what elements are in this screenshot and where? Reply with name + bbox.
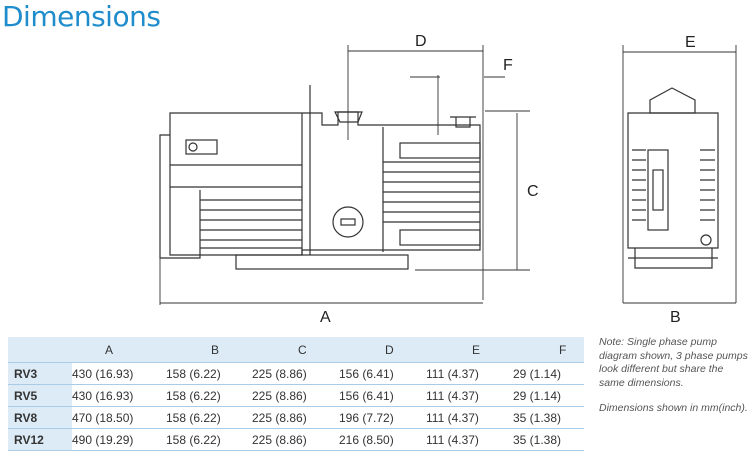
cell-model: RV8 bbox=[8, 406, 72, 429]
cell-b: 158 (6.22) bbox=[166, 428, 252, 451]
dimension-lines bbox=[159, 45, 737, 305]
cell-c: 225 (8.86) bbox=[252, 406, 339, 429]
cell-f: 35 (1.38) bbox=[513, 428, 584, 451]
cell-d: 196 (7.72) bbox=[339, 406, 426, 429]
header-a: A bbox=[72, 337, 166, 363]
cell-a: 490 (19.29) bbox=[72, 428, 166, 451]
pump-dimension-diagram: D F C A E B bbox=[159, 33, 737, 326]
cell-a: 430 (16.93) bbox=[72, 384, 166, 407]
header-e: E bbox=[426, 337, 513, 363]
header-model bbox=[8, 337, 72, 363]
cell-e: 111 (4.37) bbox=[426, 428, 513, 451]
dimension-label-a: A bbox=[320, 309, 331, 326]
cell-c: 225 (8.86) bbox=[252, 428, 339, 451]
dimension-label-e: E bbox=[685, 34, 696, 51]
header-b: B bbox=[166, 337, 252, 363]
side-view-pump bbox=[159, 85, 481, 270]
cell-d: 156 (6.41) bbox=[339, 362, 426, 385]
cell-b: 158 (6.22) bbox=[166, 406, 252, 429]
cell-d: 156 (6.41) bbox=[339, 384, 426, 407]
cell-a: 470 (18.50) bbox=[72, 406, 166, 429]
page-title: Dimensions bbox=[2, 0, 161, 33]
cell-model: RV12 bbox=[8, 428, 72, 451]
dimension-label-b: B bbox=[670, 309, 681, 326]
note: Note: Single phase pump diagram shown, 3… bbox=[599, 336, 749, 428]
cell-c: 225 (8.86) bbox=[252, 384, 339, 407]
cell-e: 111 (4.37) bbox=[426, 406, 513, 429]
dimension-label-f: F bbox=[503, 57, 513, 74]
cell-model: RV5 bbox=[8, 384, 72, 407]
header-c: C bbox=[252, 337, 339, 363]
cell-f: 35 (1.38) bbox=[513, 406, 584, 429]
cell-b: 158 (6.22) bbox=[166, 362, 252, 385]
end-view-pump bbox=[627, 87, 719, 269]
header-f: F bbox=[513, 337, 584, 363]
dimension-label-d: D bbox=[415, 33, 427, 50]
note-single-phase: Note: Single phase pump diagram shown, 3… bbox=[599, 336, 748, 389]
cell-b: 158 (6.22) bbox=[166, 384, 252, 407]
dimension-label-c: C bbox=[527, 183, 539, 200]
cell-a: 430 (16.93) bbox=[72, 362, 166, 385]
header-d: D bbox=[339, 337, 426, 363]
note-units: Dimensions shown in mm(inch). bbox=[599, 402, 748, 414]
cell-e: 111 (4.37) bbox=[426, 384, 513, 407]
table-header-row: A B C D E F bbox=[8, 337, 584, 363]
cell-f: 29 (1.14) bbox=[513, 384, 584, 407]
cell-d: 216 (8.50) bbox=[339, 428, 426, 451]
cell-c: 225 (8.86) bbox=[252, 362, 339, 385]
cell-f: 29 (1.14) bbox=[513, 362, 584, 385]
cell-model: RV3 bbox=[8, 362, 72, 385]
cell-e: 111 (4.37) bbox=[426, 362, 513, 385]
